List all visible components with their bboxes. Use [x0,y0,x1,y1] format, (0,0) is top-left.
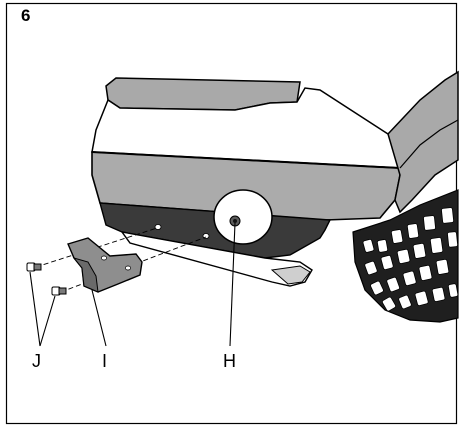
skid-plate-shade [270,265,311,285]
bracket-hole-upper [101,255,107,261]
hitch-bolt-hole [233,219,237,223]
bracket-hole-lower [125,265,131,271]
right-fender-inner [399,119,459,169]
callout-h: H [223,351,236,371]
bolt-upper [26,262,42,272]
tire-treads [362,207,459,312]
leader-lines [29,222,236,347]
callout-i: I [102,351,108,371]
bracket-part-i-face [72,257,99,293]
rear-panel-edge [91,151,401,169]
right-fender [387,70,459,214]
hitch-disc [213,189,273,245]
skid-plate [120,230,313,287]
bolt-lower [51,286,67,296]
mount-hole-left [154,224,162,230]
figure-number: 6 [21,6,31,25]
callout-j: J [32,351,41,371]
